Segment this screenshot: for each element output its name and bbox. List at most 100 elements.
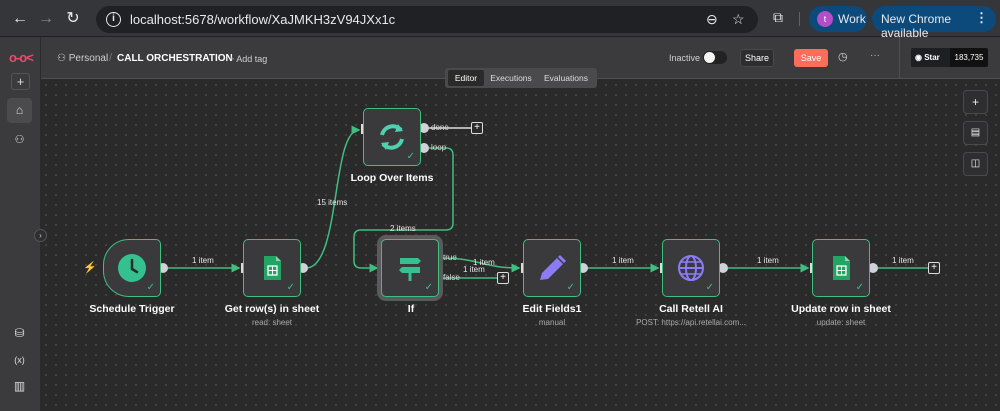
address-bar[interactable]: i localhost:5678/workflow/XaJMKH3zV94JXx… (96, 6, 758, 33)
signpost-icon (399, 258, 421, 281)
node-if[interactable]: ✓ (381, 239, 439, 297)
github-star-button[interactable]: ◉ Star 183,735 (911, 48, 988, 67)
port-label-true: true (443, 253, 457, 262)
active-toggle[interactable] (703, 51, 727, 64)
sidebar-item-templates[interactable]: ⛁ (14, 326, 25, 340)
project-name: Personal (68, 53, 109, 64)
edge-label: 1 item (757, 256, 779, 265)
toolbar-divider (799, 12, 800, 26)
header-divider (899, 37, 900, 79)
node-label: If (407, 303, 415, 315)
output-handle (868, 263, 878, 273)
edge-label: 1 item (463, 265, 485, 274)
node-get-rows[interactable]: ✓ (243, 239, 301, 297)
node-label: Loop Over Items (350, 172, 434, 184)
node-edit-fields[interactable]: ✓ (523, 239, 581, 297)
node-subtitle: update: sheet (816, 318, 866, 327)
profile-button[interactable]: t Work (809, 6, 867, 32)
extensions-icon[interactable]: ⧉ (773, 9, 783, 25)
edge-label: 1 item (192, 256, 214, 265)
tab-executions[interactable]: Executions (490, 73, 532, 83)
breadcrumb-project[interactable]: ⚇ Personal (57, 53, 109, 64)
sidebar: o-o< + ⌂ ⚇ ⛁ (x) ▥ (0, 37, 41, 411)
edge-if-edit (438, 257, 521, 273)
sidebar-collapse-button[interactable]: › (34, 229, 47, 242)
workflow-canvas[interactable]: ⚡ ✓ Schedule Trigger ✓ Get row(s) in she… (41, 80, 1000, 411)
node-subtitle: POST: https://api.retellai.com... (636, 318, 746, 327)
add-button[interactable]: + (11, 73, 30, 90)
sidebar-item-home[interactable]: ⌂ (7, 98, 32, 123)
n8n-logo-icon[interactable]: o-o< (9, 50, 34, 65)
node-subtitle: manual (538, 318, 566, 327)
workflow-name[interactable]: CALL ORCHESTRATION (117, 53, 233, 64)
url-text[interactable]: localhost:5678/workflow/XaJMKH3zV94JXx1c (130, 12, 396, 27)
success-check-icon: ✓ (424, 282, 433, 293)
reload-icon[interactable]: ↻ (66, 10, 80, 27)
edge-getrows-loop (305, 125, 361, 269)
success-check-icon: ✓ (855, 282, 864, 293)
zoom-icon[interactable]: ⊖ (706, 11, 718, 27)
success-check-icon: ✓ (406, 151, 415, 162)
add-node-plus-button[interactable]: + (928, 262, 940, 274)
more-vert-icon[interactable]: ⋮ (975, 10, 988, 25)
loop-icon (380, 124, 404, 150)
more-options-icon[interactable]: ··· (870, 50, 880, 61)
edge-loop-if (353, 147, 454, 273)
node-label: Get row(s) in sheet (224, 303, 320, 315)
active-status-label: Inactive (669, 53, 701, 63)
node-schedule-trigger[interactable]: ✓ (103, 239, 161, 297)
add-node-plus-button[interactable]: + (471, 122, 483, 134)
edge-label: 1 item (892, 256, 914, 265)
add-node-plus-button[interactable]: + (497, 272, 509, 284)
trigger-bolt-icon: ⚡ (83, 262, 97, 274)
output-handle (718, 263, 728, 273)
toggle-knob (704, 52, 715, 63)
add-tag-button[interactable]: + Add tag (229, 54, 268, 64)
globe-icon (678, 255, 704, 281)
sidebar-item-variables[interactable]: (x) (14, 355, 25, 365)
forward-icon[interactable]: → (38, 10, 54, 27)
sheets-icon (264, 256, 281, 280)
sticky-note-icon[interactable]: ▤ (963, 121, 988, 145)
github-star-label: ◉ Star (911, 48, 950, 67)
back-icon[interactable]: ← (12, 10, 28, 27)
node-subtitle: read: sheet (251, 318, 293, 327)
output-handle-done (419, 123, 429, 133)
sidebar-item-personal[interactable]: ⚇ (14, 134, 25, 146)
edge-label: 1 item (612, 256, 634, 265)
tab-editor[interactable]: Editor (448, 70, 484, 86)
save-button[interactable]: Save (794, 49, 828, 67)
profile-label: Work (838, 12, 866, 26)
toggle-panel-icon[interactable]: ◫ (963, 152, 988, 176)
breadcrumb-separator: / (109, 52, 113, 64)
port-label-done: done (431, 123, 449, 132)
port-label-loop: loop (431, 143, 447, 152)
pencil-icon (540, 255, 566, 280)
edge-label: 2 items (390, 224, 416, 233)
output-handle-loop (419, 143, 429, 153)
success-check-icon: ✓ (566, 282, 575, 293)
tab-evaluations[interactable]: Evaluations (544, 73, 588, 83)
node-update-row[interactable]: ✓ (812, 239, 870, 297)
github-star-count: 183,735 (954, 53, 984, 62)
update-chrome-button[interactable]: New Chrome available ⋮ (872, 6, 996, 40)
node-label: Call Retell AI (659, 303, 723, 315)
site-info-icon[interactable]: i (106, 12, 121, 27)
bookmark-star-icon[interactable]: ☆ (732, 11, 745, 27)
history-icon[interactable]: ◷ (838, 51, 848, 63)
node-label: Edit Fields1 (522, 303, 582, 315)
node-label: Update row in sheet (791, 303, 891, 315)
edge-label: 1 item (473, 258, 495, 267)
browser-toolbar: ← → ↻ i localhost:5678/workflow/XaJMKH3z… (0, 0, 1000, 40)
node-call-retell-ai[interactable]: ✓ (662, 239, 720, 297)
view-tabs: Editor Executions Evaluations (445, 68, 597, 88)
edge-label: 15 items (317, 198, 348, 207)
clock-icon (118, 254, 146, 282)
node-loop-over-items[interactable]: ✓ (363, 108, 421, 166)
update-label: New Chrome available (881, 12, 952, 40)
share-button[interactable]: Share (740, 49, 774, 67)
sidebar-item-insights[interactable]: ▥ (13, 379, 26, 393)
add-node-button[interactable]: + (963, 90, 988, 114)
node-label: Schedule Trigger (89, 303, 175, 315)
port-label-false: false (443, 273, 460, 282)
